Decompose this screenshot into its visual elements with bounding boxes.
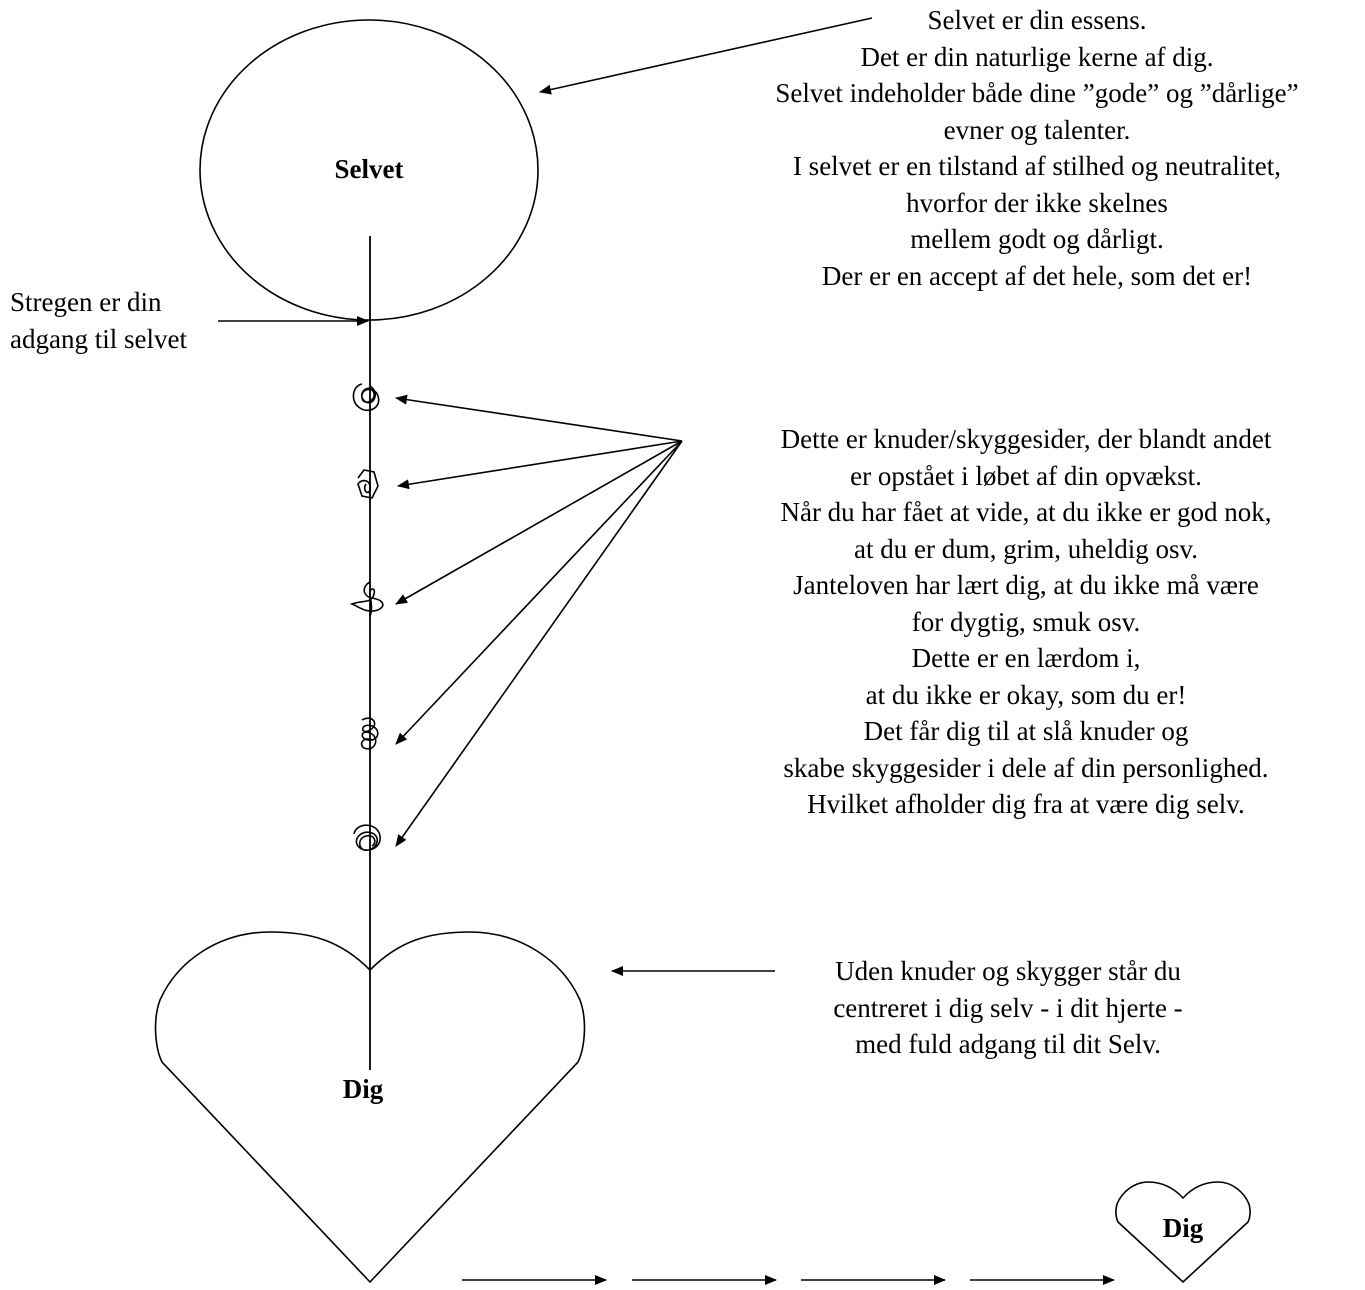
knots-description-line: at du ikke er okay, som du er! [865, 679, 1187, 710]
heart-description-line: centreret i dig selv - i dit hjerte - [833, 992, 1183, 1023]
arrow-to-knot-5 [395, 440, 683, 847]
line-description-line: Stregen er din [10, 287, 162, 317]
arrow-to-self [539, 17, 873, 95]
arrow-to-knot-3 [395, 440, 683, 605]
self-description: Selvet er din essens. Det er din naturli… [775, 2, 1298, 294]
arrow-to-knot-1 [395, 394, 683, 442]
knots-description-line: Janteloven har lært dig, at du ikke må v… [793, 570, 1259, 600]
knots-description-line: Det får dig til at slå knuder og [863, 716, 1189, 746]
arrow-to-knot-4 [395, 440, 683, 745]
big-heart [154, 931, 586, 1284]
knots-description-line: at du er dum, grim, uheldig osv. [854, 533, 1198, 564]
knots-description-line: Dette er knuder/skyggesider, der blandt … [780, 424, 1272, 454]
knot-5 [353, 824, 381, 851]
small-heart [1115, 1181, 1251, 1284]
heart-description-line: Uden knuder og skygger står du [835, 956, 1181, 986]
knot-4 [360, 717, 379, 750]
self-description-line: mellem godt og dårligt. [910, 224, 1164, 254]
self-description-line: hvorfor der ikke skelnes [906, 187, 1168, 218]
heart-description: Uden knuder og skygger står du centreret… [833, 953, 1182, 1063]
self-description-line: Der er en accept af det hele, som det er… [821, 260, 1253, 291]
knots-description-line: for dygtig, smuk osv. [911, 606, 1141, 637]
self-description-line: Selvet indeholder både dine ”gode” og ”d… [775, 78, 1299, 108]
self-circle [199, 19, 539, 321]
knot-1 [352, 383, 380, 412]
self-description-line: I selvet er en tilstand af stilhed og ne… [792, 151, 1282, 181]
knot-2 [357, 469, 379, 499]
knot-3 [349, 581, 384, 617]
self-description-line: evner og talenter. [943, 114, 1131, 145]
you-title: Dig [342, 1074, 384, 1104]
arrow-to-knot-2 [397, 440, 683, 490]
self-title: Selvet [334, 154, 404, 184]
line-description: Stregen er din adgang til selvet [10, 284, 187, 357]
knots-description-line: Dette er en lærdom i, [911, 643, 1141, 673]
knots-description-line: skabe skyggesider i dele af din personli… [783, 752, 1269, 783]
self-description-line: Selvet er din essens. [927, 5, 1147, 35]
knots-description-line: er opstået i løbet af din opvækst. [850, 460, 1202, 491]
knots-description-line: Når du har fået at vide, at du ikke er g… [780, 497, 1272, 527]
knots-description-line: Hvilket afholder dig fra at være dig sel… [807, 789, 1245, 819]
small-heart-label: Dig [1162, 1213, 1204, 1243]
line-description-line: adgang til selvet [10, 323, 187, 354]
heart-description-line: med fuld adgang til dit Selv. [855, 1029, 1161, 1059]
knots-description: Dette er knuder/skyggesider, der blandt … [780, 421, 1271, 823]
self-description-line: Det er din naturlige kerne af dig. [860, 41, 1214, 72]
